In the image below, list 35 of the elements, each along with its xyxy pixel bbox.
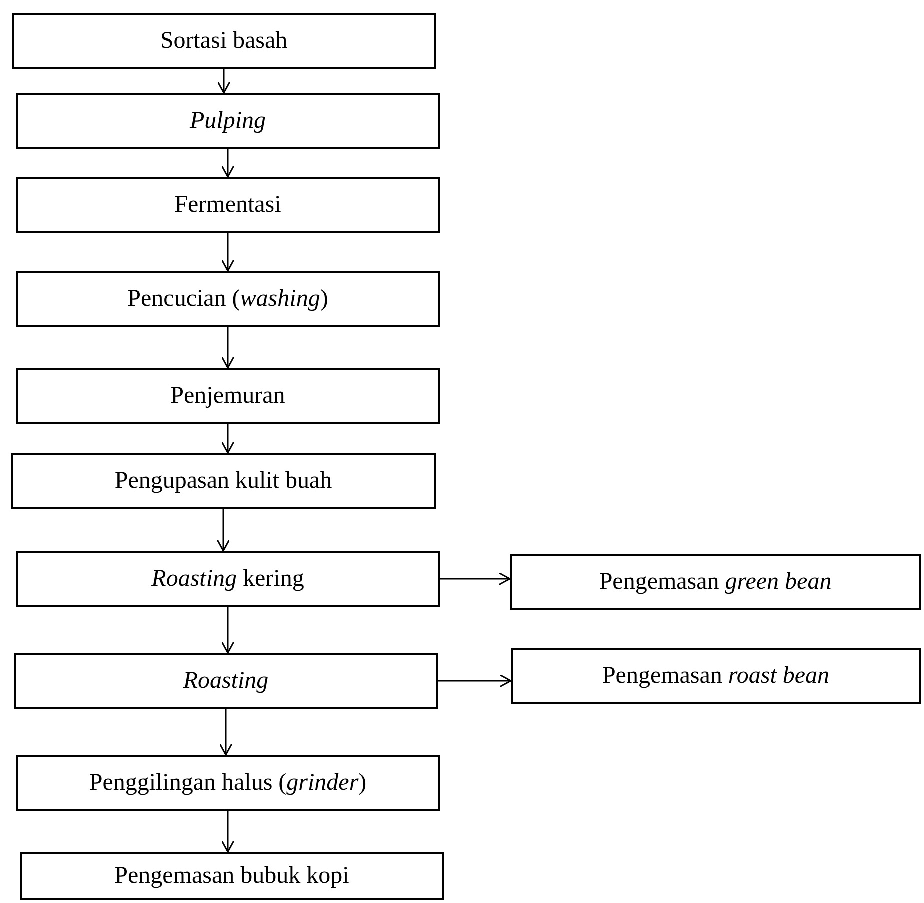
- process-box: [16, 177, 440, 233]
- process-box: [14, 653, 438, 709]
- process-box: [11, 453, 436, 509]
- arrow: [438, 674, 512, 688]
- step-label: Pengemasan roast bean: [602, 662, 830, 690]
- arrow: [221, 811, 235, 853]
- step-label: Roasting kering: [152, 566, 304, 592]
- arrow: [221, 233, 235, 272]
- process-box: [16, 368, 440, 424]
- arrow: [221, 607, 235, 654]
- process-box: [16, 271, 440, 327]
- arrow: [221, 424, 235, 454]
- step-label: Pengemasan green bean: [599, 568, 832, 596]
- step-label: Sortasi basah: [160, 28, 288, 54]
- step-label: Pengupasan kulit buah: [114, 468, 332, 494]
- step-label: Pengemasan bubuk kopi: [114, 862, 350, 890]
- process-box: [16, 93, 440, 149]
- process-box: [16, 755, 440, 811]
- arrow: [219, 709, 233, 756]
- process-box: [16, 551, 440, 607]
- process-box: [12, 13, 436, 69]
- process-box: [20, 852, 444, 900]
- arrow: [216, 509, 230, 552]
- arrow: [221, 149, 235, 178]
- process-box: [511, 648, 921, 704]
- step-label: Roasting: [183, 668, 269, 694]
- arrow: [217, 69, 231, 94]
- arrow: [440, 572, 511, 586]
- step-label: Penjemuran: [170, 382, 286, 410]
- step-label: Pencucian (washing): [128, 286, 328, 312]
- step-label: Penggilingan halus (grinder): [89, 770, 367, 796]
- step-label: Pulping: [190, 108, 266, 134]
- arrow: [221, 327, 235, 369]
- step-label: Fermentasi: [174, 192, 282, 218]
- process-box: [510, 554, 921, 610]
